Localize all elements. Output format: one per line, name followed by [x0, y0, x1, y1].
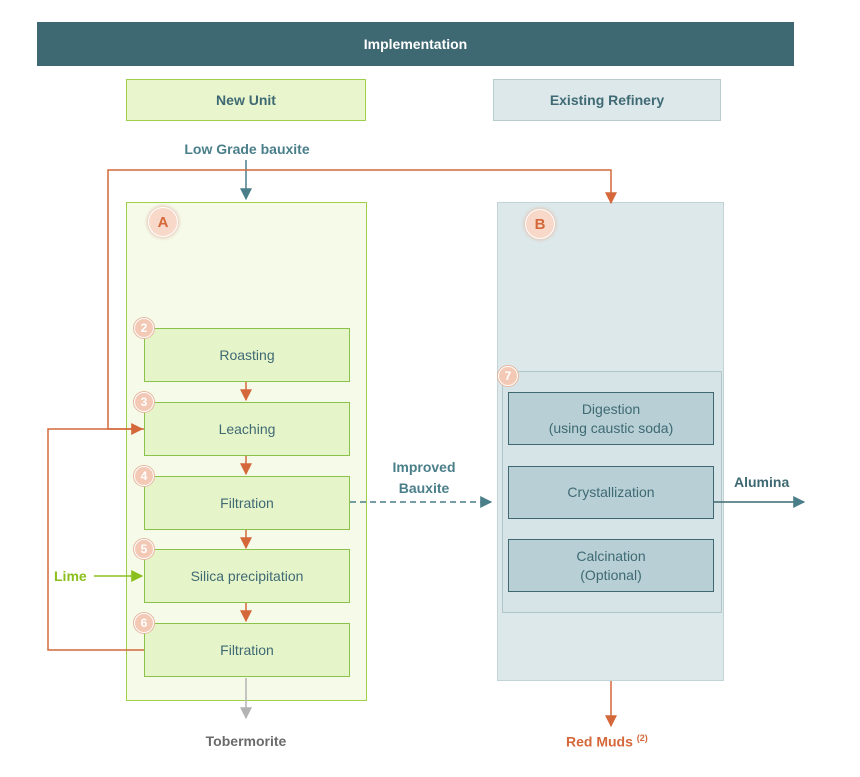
header-bar: Implementation: [37, 22, 794, 66]
step-number-badge: 3: [134, 392, 154, 412]
step-leaching: Leaching: [144, 402, 350, 456]
step-calcination: Calcination (Optional): [508, 539, 714, 592]
step-digestion: Digestion (using caustic soda): [508, 392, 714, 445]
lime-label: Lime: [54, 568, 87, 584]
refinery-number-badge: 7: [498, 366, 518, 386]
step-crystallization: Crystallization: [508, 466, 714, 519]
step-sublabel: (Optional): [580, 566, 642, 583]
step-roasting: Roasting: [144, 328, 350, 382]
step-number-badge: 4: [134, 466, 154, 486]
existing-refinery-column-label: Existing Refinery: [493, 79, 721, 121]
step-number-badge: 6: [134, 613, 154, 633]
improved-bauxite-line1: Improved: [392, 459, 456, 475]
step-number-badge: 2: [134, 318, 154, 338]
improved-bauxite-label: Improved Bauxite: [380, 457, 468, 499]
alumina-label: Alumina: [734, 474, 790, 490]
panel-a-badge: A: [148, 207, 178, 237]
red-muds-note: (2): [636, 733, 648, 743]
red-muds-text: Red Muds: [566, 733, 633, 750]
recycle-arrow: [47, 423, 144, 651]
step-label: Roasting: [219, 347, 275, 363]
tobermorite-label: Tobermorite: [205, 733, 287, 749]
red-muds-label: Red Muds (2): [566, 733, 666, 750]
step-label: Crystallization: [567, 484, 655, 501]
step-filtration-final: Filtration: [144, 623, 350, 677]
step-label: Leaching: [218, 421, 276, 437]
bauxite-label: Low Grade bauxite: [184, 141, 310, 157]
step-number-badge: 5: [134, 539, 154, 559]
step-label: Silica precipitation: [190, 568, 304, 584]
panel-b-badge: B: [525, 209, 555, 239]
step-label: Digestion: [581, 401, 641, 418]
step-sublabel: (using caustic soda): [548, 419, 674, 436]
step-label: Filtration: [220, 642, 274, 658]
step-label: Calcination: [576, 548, 646, 565]
new-unit-column-label: New Unit: [126, 79, 366, 121]
step-label: Filtration: [220, 495, 274, 511]
improved-bauxite-line2: Bauxite: [398, 480, 450, 496]
existing-refinery-text: Existing Refinery: [549, 92, 665, 108]
new-unit-text: New Unit: [216, 92, 276, 108]
step-silica-precipitation: Silica precipitation: [144, 549, 350, 603]
step-filtration: Filtration: [144, 476, 350, 530]
header-title: Implementation: [363, 36, 468, 52]
